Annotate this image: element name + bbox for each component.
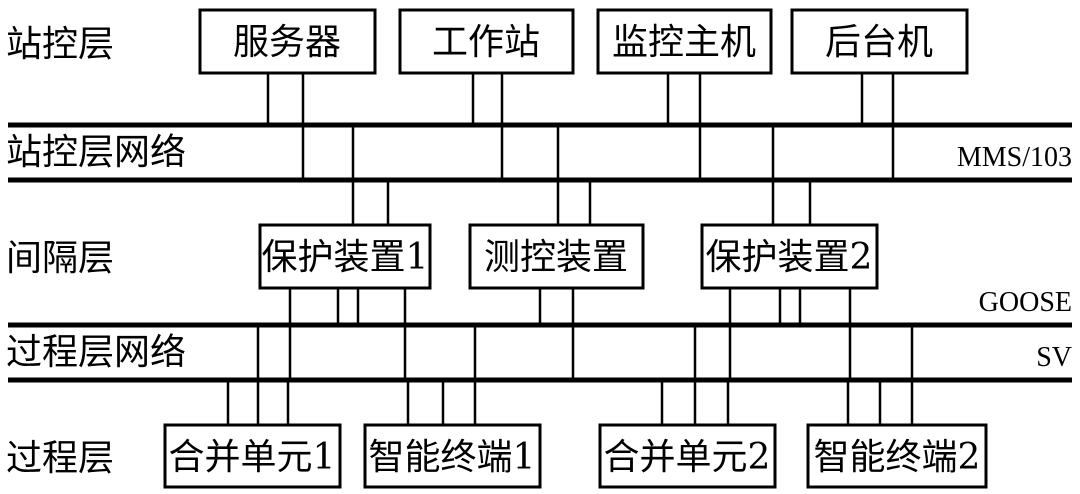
layer-label-process-network: 过程层网络 [6, 332, 186, 373]
station-wires [266, 73, 895, 180]
smart-terminal1-label: 智能终端1 [369, 437, 536, 478]
protocol-label-goose: GOOSE [979, 287, 1072, 318]
bay-device-protection2: 保护装置2 [700, 223, 879, 290]
server-label: 服务器 [233, 22, 341, 63]
protocol-label-sv: SV [1036, 342, 1072, 373]
measure-control-label: 测控装置 [484, 237, 628, 278]
bay-device-measure-control: 测控装置 [468, 223, 645, 290]
bay-to-station-wires [351, 125, 812, 225]
workstation-label: 工作站 [432, 22, 540, 63]
process-device-merging-unit1: 合并单元1 [163, 423, 342, 489]
backend-label: 后台机 [825, 22, 933, 63]
protocol-label-mms: MMS/103 [957, 142, 1072, 173]
station-device-workstation: 工作站 [398, 8, 575, 75]
bay-to-process-wires [288, 288, 852, 380]
monitor-host-label: 监控主机 [612, 22, 756, 63]
station-device-monitor-host: 监控主机 [596, 8, 773, 75]
protection1-label: 保护装置1 [262, 237, 429, 278]
layer-label-station-network: 站控层网络 [6, 132, 186, 173]
merging-unit2-label: 合并单元2 [604, 437, 771, 478]
station-device-backend: 后台机 [790, 8, 969, 75]
process-device-smart-terminal1: 智能终端1 [363, 423, 542, 489]
protection2-label: 保护装置2 [706, 237, 873, 278]
station-device-server: 服务器 [198, 8, 377, 75]
smart-terminal2-label: 智能终端2 [814, 437, 981, 478]
bay-device-protection1: 保护装置1 [258, 223, 432, 290]
layer-label-station: 站控层 [6, 24, 114, 65]
process-device-merging-unit2: 合并单元2 [598, 423, 777, 489]
layer-label-process: 过程层 [6, 438, 114, 479]
layer-label-bay: 间隔层 [6, 238, 114, 279]
process-wires [226, 325, 914, 425]
process-device-smart-terminal2: 智能终端2 [806, 423, 988, 489]
merging-unit1-label: 合并单元1 [169, 437, 336, 478]
